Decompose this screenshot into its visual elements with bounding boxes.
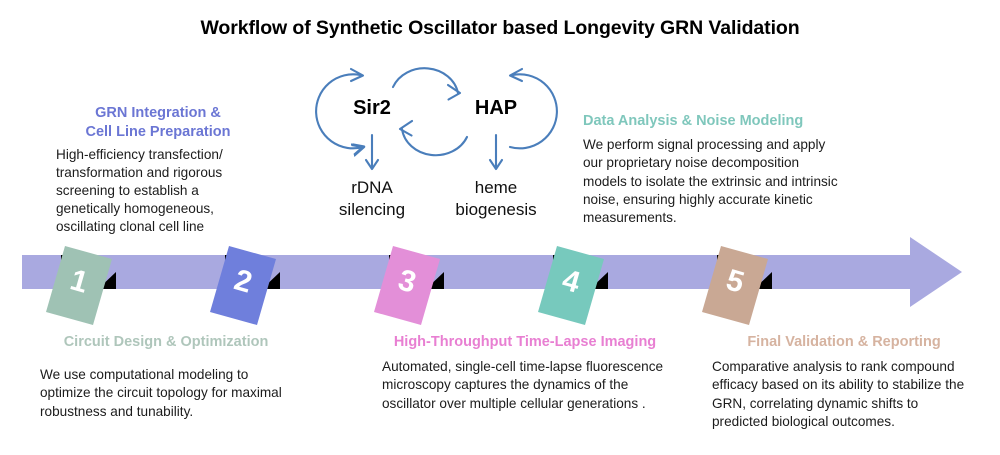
hap-loop-arrowhead	[508, 67, 524, 83]
oscillator-svg	[315, 67, 558, 171]
step-description-final-validation: Final Validation & Reporting Comparative…	[712, 333, 976, 431]
step-description-grn-integration: GRN Integration & Cell Line Preparation …	[56, 104, 260, 237]
marker-3-banner	[374, 246, 440, 325]
output-label-rdna-silencing: rDNA silencing	[317, 177, 427, 221]
step-heading-line2: Cell Line Preparation	[85, 124, 231, 141]
step-body-grn-integration: High-efficiency transfection/ transforma…	[56, 146, 223, 235]
step-description-circuit-design: Circuit Design & Optimization We use com…	[40, 333, 292, 421]
step-heading-grn-integration: GRN Integration & Cell Line Preparation	[56, 104, 260, 143]
sir2-output-arrowhead	[364, 158, 380, 171]
step-heading-final-validation: Final Validation & Reporting	[747, 334, 941, 350]
step-heading-imaging: High-Throughput Time-Lapse Imaging	[393, 334, 657, 350]
step-heading-line1: GRN Integration &	[95, 105, 221, 121]
timeline-arrow: 1 2 3 4 5	[0, 230, 1000, 340]
hap-output-arrowhead	[488, 158, 504, 171]
output-rdna-line1: rDNA	[351, 178, 393, 197]
output-rdna-line2: silencing	[338, 199, 406, 219]
node-label-hap: HAP	[474, 97, 518, 119]
node-label-sir2: Sir2	[353, 97, 391, 119]
marker-2-banner	[210, 246, 276, 325]
step-heading-circuit-design: Circuit Design & Optimization	[63, 334, 269, 350]
output-heme-line2: biogenesis	[455, 199, 537, 219]
sir2-to-hap-arrowhead	[446, 83, 462, 101]
sir2-to-hap-arrow	[391, 67, 460, 95]
marker-1-banner	[46, 246, 112, 325]
step-body-imaging: Automated, single-cell time-lapse fluore…	[382, 359, 664, 411]
timeline-arrow-shape	[22, 237, 962, 307]
timeline-svg	[22, 237, 962, 325]
step-body-circuit-design: We use computational modeling to optimiz…	[40, 367, 282, 419]
step-body-data-analysis: We perform signal processing and apply o…	[583, 137, 838, 226]
hap-to-sir2-arrow	[400, 127, 469, 157]
step-description-data-analysis: Data Analysis & Noise Modeling We perfor…	[583, 112, 845, 227]
sir2-self-loop-arrow	[315, 73, 363, 148]
hap-to-sir2-arrowhead	[398, 119, 414, 137]
sir2-loop-arrowhead	[349, 67, 365, 83]
step-description-imaging: High-Throughput Time-Lapse Imaging Autom…	[382, 333, 668, 413]
output-heme-line1: heme	[474, 178, 518, 197]
marker-4-banner	[538, 246, 604, 325]
step-heading-data-analysis: Data Analysis & Noise Modeling	[583, 113, 804, 129]
step-body-final-validation: Comparative analysis to rank compound ef…	[712, 359, 965, 429]
marker-5-banner	[702, 246, 768, 325]
output-label-heme-biogenesis: heme biogenesis	[441, 177, 551, 221]
oscillator-diagram: Sir2 HAP rDNA silencing heme biogenesis	[285, 55, 585, 230]
page-title: Workflow of Synthetic Oscillator based L…	[200, 17, 800, 39]
hap-self-loop-arrow	[508, 73, 558, 150]
